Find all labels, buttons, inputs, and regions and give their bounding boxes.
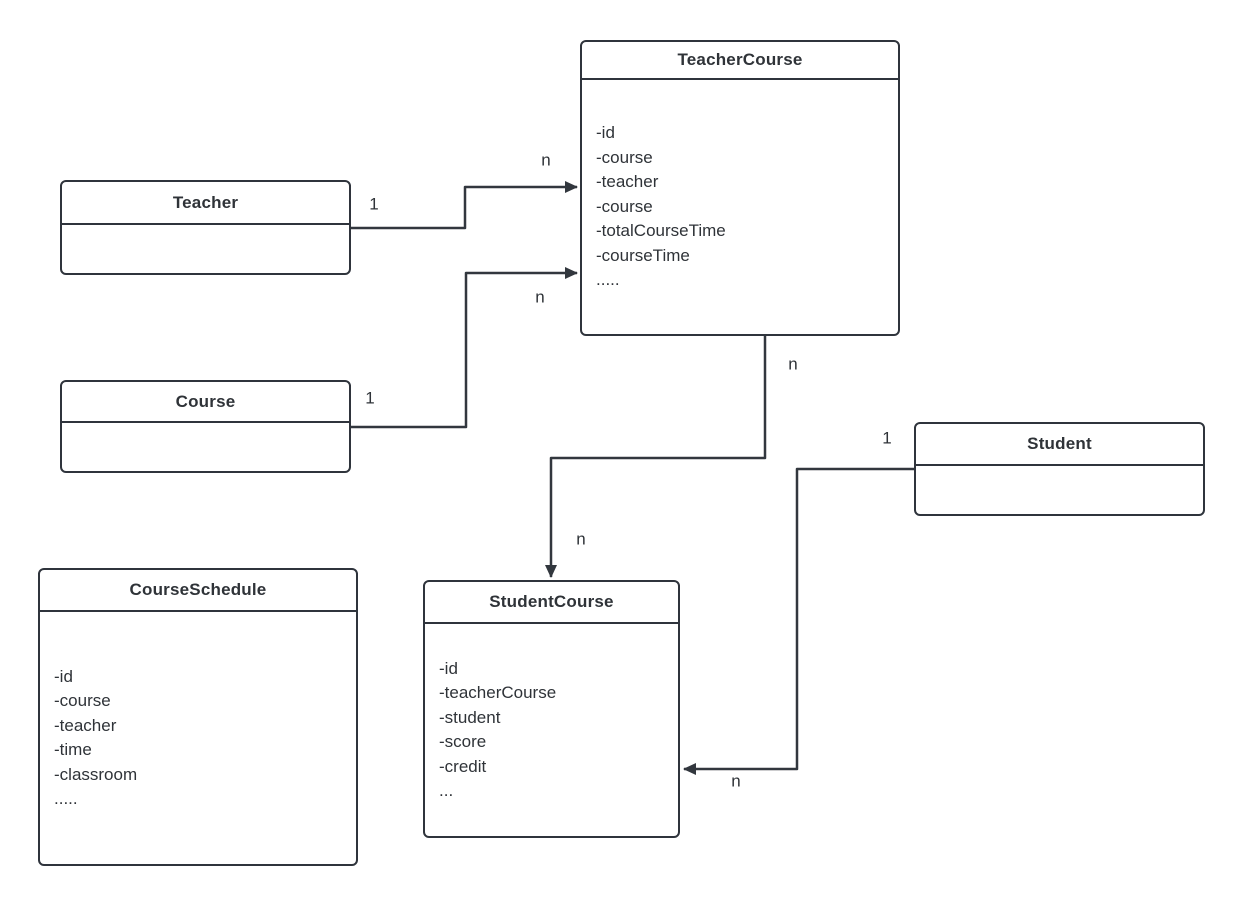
connector-teacher-to-teachercourse[interactable] xyxy=(351,181,578,230)
label-teachercourse-target-multiplicity: n xyxy=(576,529,586,549)
attribute-row: ..... xyxy=(54,789,78,808)
connector-course-to-teachercourse[interactable] xyxy=(351,267,578,429)
label-course-target-multiplicity: n xyxy=(535,287,545,307)
entity-teacher-attributes xyxy=(62,225,349,273)
attribute-row: -id xyxy=(54,666,73,686)
attribute-row: -score xyxy=(439,732,487,751)
label-student-target-multiplicity: n xyxy=(731,771,741,791)
entity-courseschedule-title: CourseSchedule xyxy=(40,570,356,612)
entity-teacher-title: Teacher xyxy=(62,182,349,225)
attribute-row: -classroom xyxy=(54,764,138,784)
entity-teachercourse-attributes: -id -course -teacher -course -totalCours… xyxy=(582,80,898,334)
entity-student[interactable]: Student xyxy=(914,422,1205,516)
attribute-row: ... xyxy=(439,781,454,800)
entity-studentcourse-title: StudentCourse xyxy=(425,582,678,624)
attribute-row: -id xyxy=(439,658,458,678)
attribute-row: ..... xyxy=(596,270,620,290)
attribute-row: -student xyxy=(439,707,501,727)
entity-teachercourse-title: TeacherCourse xyxy=(582,42,898,80)
label-student-source-multiplicity: 1 xyxy=(882,428,892,448)
attribute-row: -course xyxy=(596,196,653,216)
entity-courseschedule[interactable]: CourseSchedule -id -course -teacher -tim… xyxy=(38,568,358,866)
attribute-row: -teacher xyxy=(54,715,117,735)
attribute-row: -totalCourseTime xyxy=(596,221,726,241)
attribute-row: -course xyxy=(596,147,653,167)
entity-teachercourse[interactable]: TeacherCourse -id -course -teacher -cour… xyxy=(580,40,900,336)
attribute-row: -courseTime xyxy=(596,245,690,265)
attribute-row: -teacher xyxy=(596,172,659,192)
entity-course[interactable]: Course xyxy=(60,380,351,473)
entity-course-attributes xyxy=(62,423,349,471)
entity-teacher[interactable]: Teacher xyxy=(60,180,351,275)
entity-student-attributes xyxy=(916,466,1203,514)
label-teachercourse-source-multiplicity: n xyxy=(788,354,798,374)
label-course-source-multiplicity: 1 xyxy=(365,388,375,408)
entity-studentcourse[interactable]: StudentCourse -id -teacherCourse -studen… xyxy=(423,580,680,838)
attribute-row: -time xyxy=(54,740,92,759)
label-teacher-target-multiplicity: n xyxy=(541,150,551,170)
connector-student-to-studentcourse[interactable] xyxy=(683,467,914,775)
attribute-row: -teacherCourse xyxy=(439,683,557,702)
entity-studentcourse-attributes: -id -teacherCourse -student -score -cred… xyxy=(425,624,678,836)
entity-course-title: Course xyxy=(62,382,349,423)
attribute-row: -id xyxy=(596,123,615,143)
connector-teachercourse-to-studentcourse[interactable] xyxy=(545,336,767,578)
label-teacher-source-multiplicity: 1 xyxy=(369,194,379,214)
entity-courseschedule-attributes: -id -course -teacher -time -classroom ..… xyxy=(40,612,356,864)
attribute-row: -credit xyxy=(439,756,487,776)
attribute-row: -course xyxy=(54,691,111,710)
entity-student-title: Student xyxy=(916,424,1203,466)
